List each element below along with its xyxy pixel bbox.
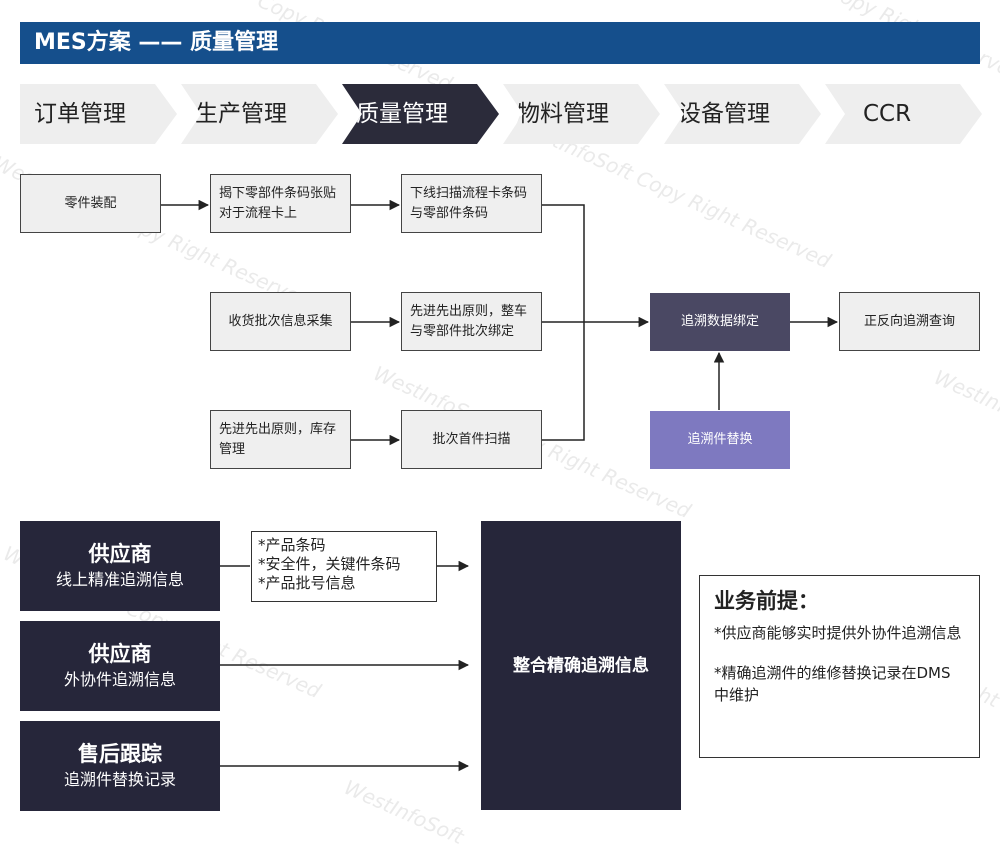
tab-production-management[interactable]: 生产管理 <box>181 84 338 144</box>
source-supplier-outsourced: 供应商 外协件追溯信息 <box>20 621 220 711</box>
note-item: *产品条码 <box>258 536 326 554</box>
premise-item: *供应商能够实时提供外协件追溯信息 <box>714 624 962 642</box>
part-assembly-label: 零件装配 <box>64 195 117 211</box>
integrate-label: 整合精确追溯信息 <box>513 655 649 676</box>
tab-ccr[interactable]: CCR <box>825 84 982 144</box>
fifo-stock-label: 先进先出原则，库存管理 <box>219 421 337 457</box>
peel-barcode-label: 揭下零部件条码张贴对于流程卡上 <box>219 185 337 221</box>
bidirectional-query-label: 正反向追溯查询 <box>863 313 955 329</box>
tab-order-management[interactable]: 订单管理 <box>20 84 177 144</box>
source-title: 供应商 <box>88 542 152 566</box>
tab-equipment-management[interactable]: 设备管理 <box>664 84 821 144</box>
trace-binding-label: 追溯数据绑定 <box>680 314 759 329</box>
note-item: *安全件，关键件条码 <box>258 555 401 573</box>
fifo-bind-label: 先进先出原则，整车与零部件批次绑定 <box>410 303 528 339</box>
barcode-notes-box: *产品条码 *安全件，关键件条码 *产品批号信息 <box>251 531 437 602</box>
peel-barcode-box: 揭下零部件条码张贴对于流程卡上 <box>210 174 351 233</box>
source-title: 供应商 <box>88 642 152 666</box>
trace-binding-box: 追溯数据绑定 <box>650 293 790 351</box>
tab-material-management[interactable]: 物料管理 <box>503 84 660 144</box>
source-after-sales: 售后跟踪 追溯件替换记录 <box>20 721 220 811</box>
bidirectional-query-box: 正反向追溯查询 <box>839 292 980 351</box>
trace-part-replace-label: 追溯件替换 <box>687 432 753 447</box>
source-subtitle: 外协件追溯信息 <box>63 670 176 689</box>
business-premise-box: 业务前提： *供应商能够实时提供外协件追溯信息 *精确追溯件的维修替换记录在DM… <box>699 575 980 758</box>
receive-batch-label: 收货批次信息采集 <box>228 313 333 329</box>
premise-item: *精确追溯件的维修替换记录在DMS中维护 <box>714 664 951 704</box>
source-title: 售后跟踪 <box>78 742 162 766</box>
trace-part-replace-box: 追溯件替换 <box>650 411 790 469</box>
part-assembly-box: 零件装配 <box>20 174 161 233</box>
note-item: *产品批号信息 <box>258 574 356 592</box>
integrate-trace-block: 整合精确追溯信息 <box>481 521 681 810</box>
source-subtitle: 线上精准追溯信息 <box>55 570 184 589</box>
receive-batch-box: 收货批次信息采集 <box>210 292 351 351</box>
batch-first-scan-label: 批次首件扫描 <box>432 431 511 447</box>
fifo-bind-box: 先进先出原则，整车与零部件批次绑定 <box>401 292 542 351</box>
source-subtitle: 追溯件替换记录 <box>63 770 176 789</box>
offline-scan-label: 下线扫描流程卡条码与零部件条码 <box>410 185 528 221</box>
tab-quality-management[interactable]: 质量管理 <box>342 84 499 144</box>
premise-title: 业务前提： <box>714 589 819 613</box>
source-supplier-online: 供应商 线上精准追溯信息 <box>20 521 220 611</box>
batch-first-scan-box: 批次首件扫描 <box>401 410 542 469</box>
page-title: MES方案 —— 质量管理 <box>20 22 980 64</box>
offline-scan-box: 下线扫描流程卡条码与零部件条码 <box>401 174 542 233</box>
fifo-stock-box: 先进先出原则，库存管理 <box>210 410 351 469</box>
